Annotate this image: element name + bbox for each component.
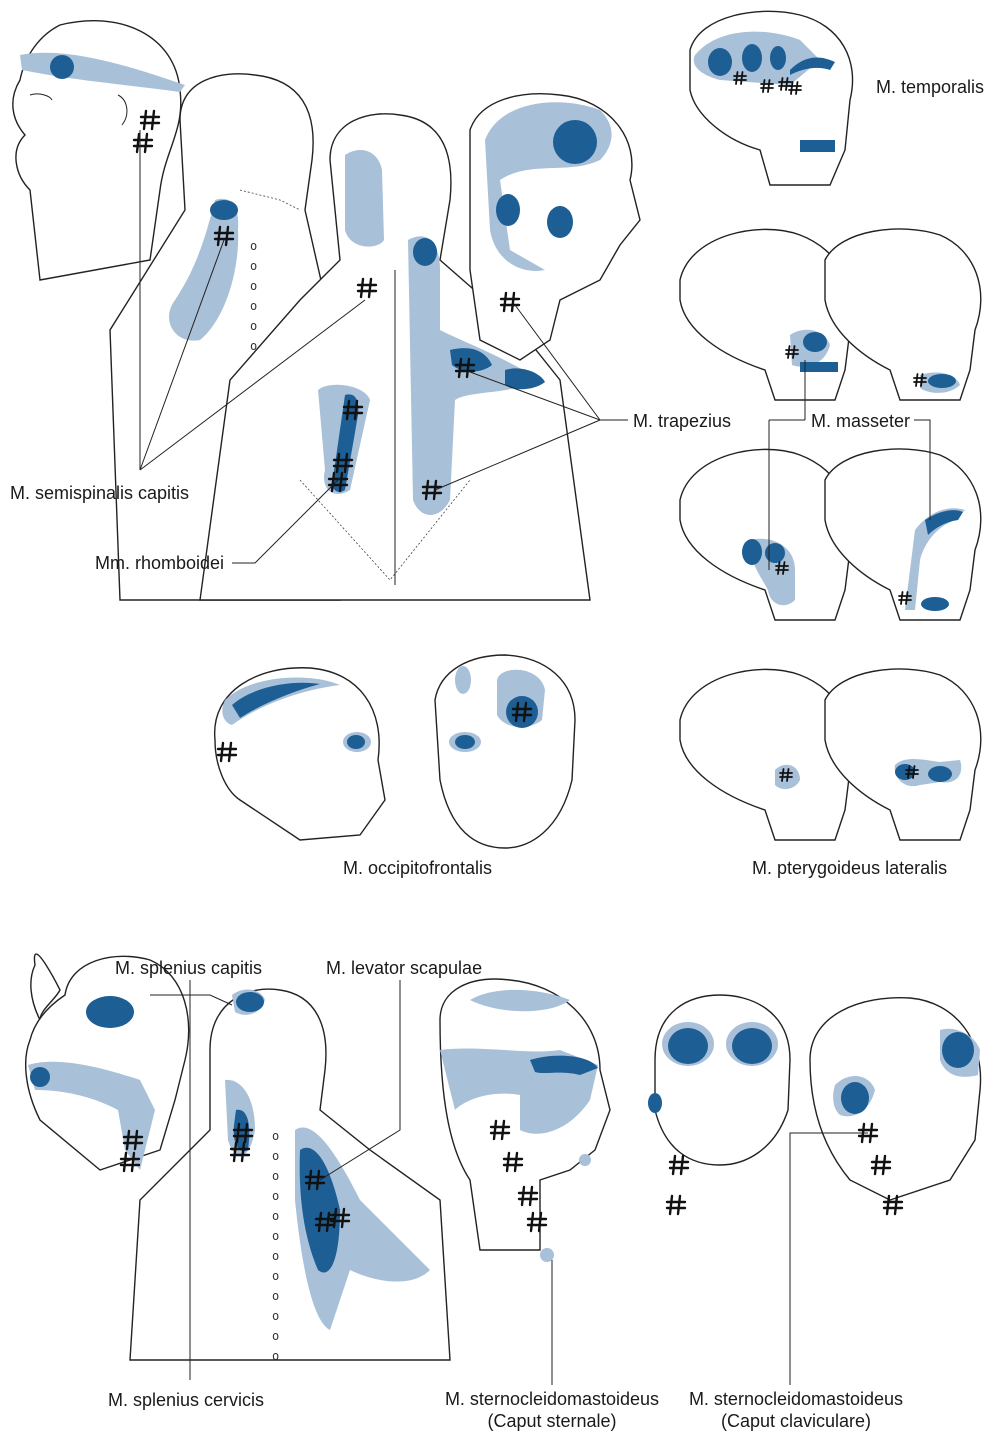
svg-text:o: o [272,1329,279,1343]
label-scm-clavicular: M. sternocleidomastoideus (Caput clavicu… [676,1388,916,1432]
label-masseter: M. masseter [811,410,910,432]
semispinalis-side-head [13,21,185,280]
svg-text:o: o [250,319,257,333]
label-scm-clavicular-head: (Caput claviculare) [676,1410,916,1432]
label-rhomboidei: Mm. rhomboidei [95,552,224,574]
label-trapezius: M. trapezius [633,410,731,432]
temporalis-skull [690,11,853,185]
label-semispinalis-capitis: M. semispinalis capitis [10,482,189,504]
label-levator-scapulae: M. levator scapulae [326,957,482,979]
svg-text:o: o [272,1149,279,1163]
label-pterygoideus-lateralis: M. pterygoideus lateralis [752,857,947,879]
label-scm-sternal-name: M. sternocleidomastoideus [432,1388,672,1410]
masseter-skull-1 [680,229,853,400]
masseter-skull-3 [680,449,853,620]
masseter-skull-2 [825,229,981,400]
svg-text:o: o [272,1209,279,1223]
svg-text:o: o [272,1269,279,1283]
svg-text:o: o [272,1189,279,1203]
occipitofrontalis-side-head [215,668,385,840]
svg-text:o: o [272,1349,279,1363]
svg-text:o: o [250,279,257,293]
label-splenius-cervicis: M. splenius cervicis [108,1389,264,1411]
label-temporalis: M. temporalis [876,76,984,98]
pterygoideus-skull-2 [825,669,981,840]
scm-clavicular-side-head [810,998,981,1214]
label-scm-sternal: M. sternocleidomastoideus (Caput sternal… [432,1388,672,1432]
scm-sternal-side-head [440,979,610,1262]
svg-text:o: o [272,1289,279,1303]
svg-text:o: o [272,1129,279,1143]
label-splenius-capitis: M. splenius capitis [115,957,262,979]
trapezius-side-head [470,94,640,360]
svg-text:o: o [250,299,257,313]
label-occipitofrontalis: M. occipitofrontalis [343,857,492,879]
masseter-skull-4 [825,449,981,620]
svg-text:o: o [272,1309,279,1323]
scm-front-head [648,995,790,1214]
occipitofrontalis-front-head [435,655,575,848]
svg-text:o: o [272,1169,279,1183]
svg-text:o: o [272,1249,279,1263]
svg-text:o: o [250,259,257,273]
svg-text:o: o [250,239,257,253]
label-scm-clavicular-name: M. sternocleidomastoideus [676,1388,916,1410]
label-scm-sternal-head: (Caput sternale) [432,1410,672,1432]
pterygoideus-skull-1 [680,669,853,840]
svg-text:o: o [272,1229,279,1243]
